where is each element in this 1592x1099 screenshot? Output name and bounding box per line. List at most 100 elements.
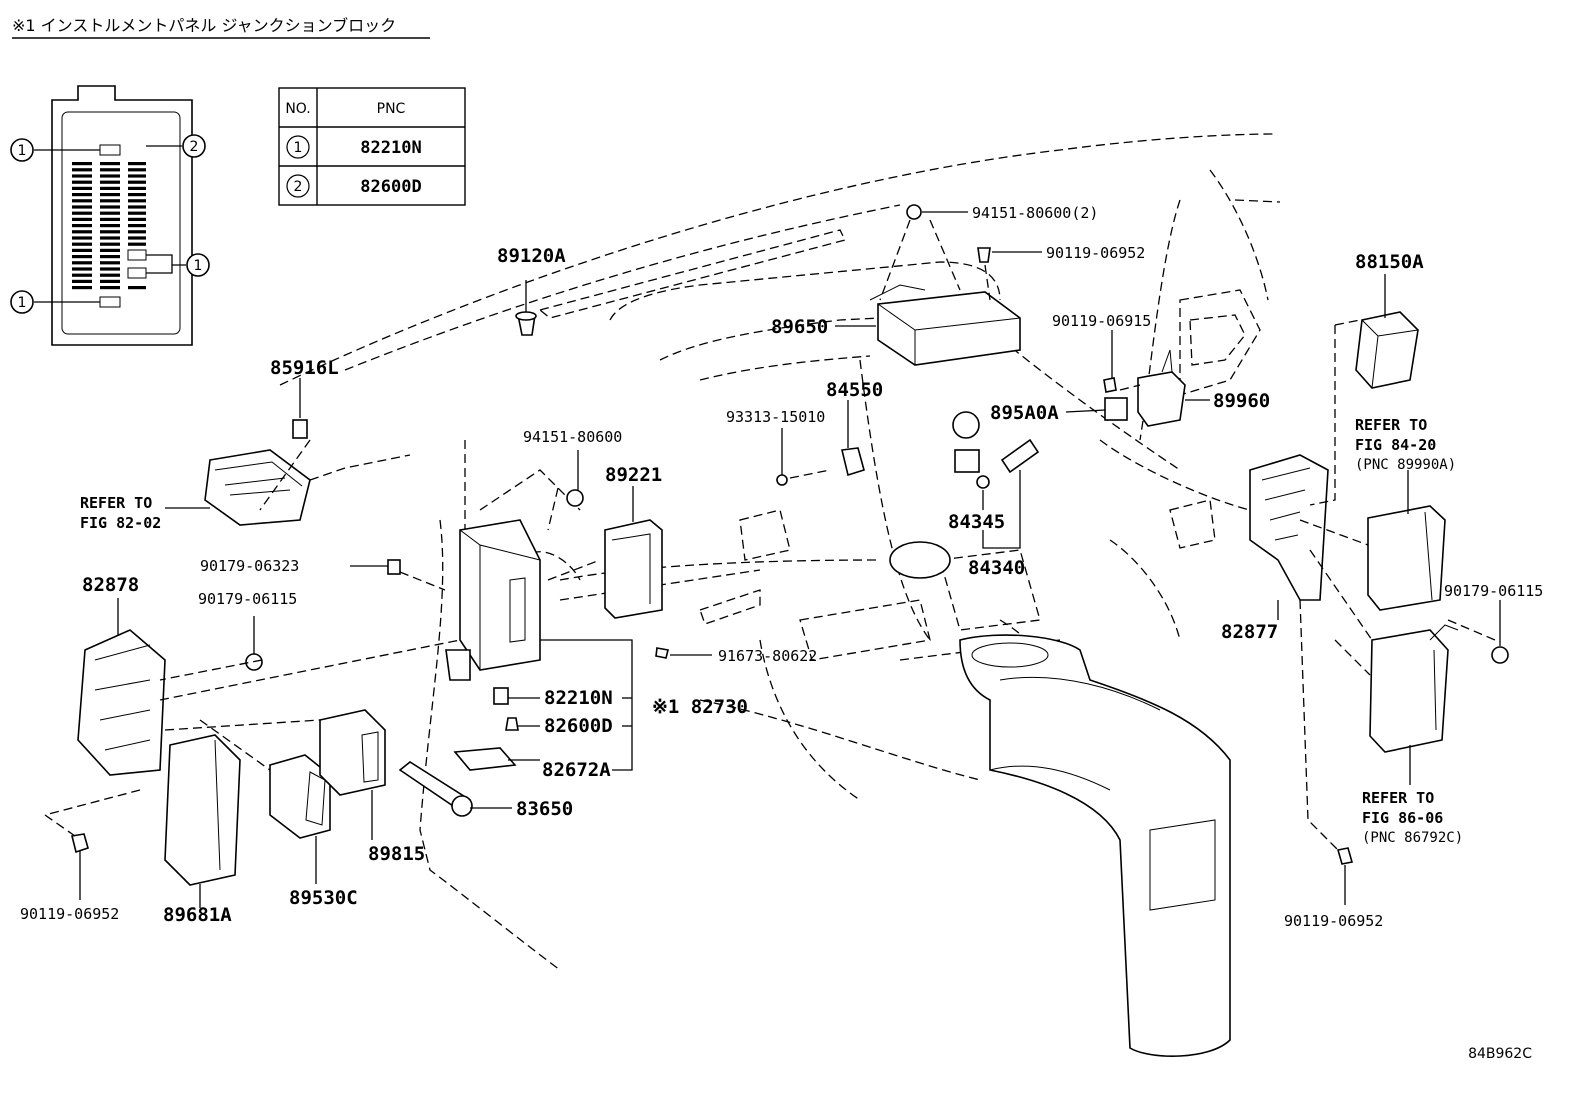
jb-fuse-slot — [128, 224, 146, 228]
jb-fuse-slot — [72, 279, 92, 283]
ref-82-02-line2: FIG 82-02 — [80, 514, 161, 532]
jb-fuse-slot — [128, 174, 146, 178]
jb-callout-label: 1 — [18, 295, 27, 311]
part-labels: 89120A 85916L 89650 94151-80600(2) 90119… — [20, 204, 1543, 930]
module-89530C — [269, 754, 331, 839]
pnc-table-row-pnc: 82210N — [360, 138, 421, 158]
switch-84550 — [841, 447, 865, 477]
part-label-82600D: 82600D — [544, 715, 613, 737]
jb-fuse-slot — [72, 224, 92, 228]
clip-84345 — [976, 475, 990, 489]
jb-fuse-slot — [100, 217, 120, 221]
fasteners — [71, 204, 1509, 865]
module-89681A — [164, 734, 241, 886]
ref-84-20-line2: FIG 84-20 — [1355, 436, 1436, 454]
part-label-895A0A: 895A0A — [990, 402, 1059, 424]
ref-86-06-line2: FIG 86-06 — [1362, 809, 1443, 827]
part-label-94151-80600: 94151-80600 — [523, 428, 622, 446]
jb-callout-label: 1 — [18, 143, 27, 159]
jb-fuse-slot — [72, 261, 92, 265]
jb-fuse-slot — [72, 248, 92, 252]
cover-82672A — [453, 747, 517, 771]
jb-fuse-slot — [100, 224, 120, 228]
junction-block-illustration: 1 2 1 1 — [10, 85, 210, 346]
jb-fuse-slot — [100, 230, 120, 234]
relay-85916L — [292, 419, 308, 439]
jb-fuse-slot — [72, 193, 92, 197]
jb-fuse-slot — [72, 205, 92, 209]
fuse-82600D — [505, 717, 519, 731]
part-label-85916L: 85916L — [270, 357, 339, 379]
part-label-94151-80600-2: 94151-80600(2) — [972, 204, 1098, 222]
jb-fuse-slot — [72, 255, 92, 259]
jb-fuse-slot — [100, 162, 120, 166]
part-label-82210N: 82210N — [544, 687, 613, 709]
jb-callout-circle — [182, 134, 206, 158]
figure-code: 84B962C — [1468, 1046, 1532, 1062]
jb-fuse-slot — [128, 217, 146, 221]
part-label-90179-06115-right: 90179-06115 — [1444, 582, 1543, 600]
part-label-90179-06115-left: 90179-06115 — [198, 590, 297, 608]
part-label-91673-80622: 91673-80622 — [718, 647, 817, 665]
module-89650 — [869, 284, 1021, 366]
jb-fuse-slot — [128, 230, 146, 234]
assembly-lines — [44, 219, 1496, 851]
ref-84-20-line3: (PNC 89990A) — [1355, 457, 1456, 473]
jb-fuse-slot — [128, 211, 146, 215]
leader-lines — [79, 211, 1501, 908]
jb-fuse-slot — [100, 180, 120, 184]
part-label-82730: ※1 82730 — [652, 696, 748, 718]
pnc-table-header-pnc: PNC — [377, 101, 406, 117]
jb-fuse-slot — [100, 236, 120, 240]
part-label-90119-06952-top: 90119-06952 — [1046, 244, 1145, 262]
part-label-88150A: 88150A — [1355, 251, 1424, 273]
jb-fuse-slot — [128, 199, 146, 203]
ecu-89221 — [604, 519, 663, 619]
diagram-title: ※1 インストルメントパネル ジャンクションブロック — [12, 16, 430, 39]
jb-fuse-slot — [100, 186, 120, 190]
pnc-table-row-no: 1 — [294, 140, 303, 156]
part-label-90119-06952-right: 90119-06952 — [1284, 912, 1383, 930]
part-label-89530C: 89530C — [289, 887, 358, 909]
sensor-89120A — [515, 311, 537, 336]
part-label-90119-06915: 90119-06915 — [1052, 312, 1151, 330]
jb-fuse-slot — [72, 236, 92, 240]
jb-fuse-slot — [128, 205, 146, 209]
jb-fuse-slot — [128, 180, 146, 184]
part-label-93313-15010: 93313-15010 — [726, 408, 825, 426]
pnc-table: NO. PNC 1 82210N 2 82600D — [278, 87, 466, 206]
part-label-89960: 89960 — [1213, 390, 1270, 412]
part-label-90179-06323: 90179-06323 — [200, 557, 299, 575]
jb-fuse-slot — [128, 186, 146, 190]
jb-callout-circle — [186, 253, 210, 277]
jb-fuse-slot — [72, 162, 92, 166]
fuse-box-ref-82-02 — [204, 449, 311, 526]
part-label-83650: 83650 — [516, 798, 573, 820]
title-text: ※1 インストルメントパネル ジャンクションブロック — [12, 16, 396, 35]
jb-fuse-slot — [72, 230, 92, 234]
bracket-82877 — [1249, 454, 1329, 601]
jb-fuse-slot — [72, 211, 92, 215]
jb-fuse-slot — [100, 174, 120, 178]
jb-fuse-slot — [100, 199, 120, 203]
jb-fuse-slot — [100, 279, 120, 283]
pnc-table-header-no: NO. — [285, 101, 310, 117]
instrument-panel-junction-block — [445, 519, 541, 681]
jb-callout-circle — [10, 138, 34, 162]
module-ref-84-20 — [1367, 505, 1446, 611]
part-label-82877: 82877 — [1221, 621, 1278, 643]
part-label-90119-06952-left: 90119-06952 — [20, 905, 119, 923]
jb-callout-circle — [10, 290, 34, 314]
jb-fuse-slot — [100, 261, 120, 265]
relay-895A0A — [1104, 397, 1128, 421]
part-label-82878: 82878 — [82, 574, 139, 596]
switch-84340 — [1000, 438, 1040, 474]
part-label-89815: 89815 — [368, 843, 425, 865]
jb-fuse-slot — [128, 236, 146, 240]
module-89815 — [319, 709, 386, 796]
relay-89960 — [1137, 349, 1186, 427]
jb-fuse-slot — [72, 217, 92, 221]
part-label-89120A: 89120A — [497, 245, 566, 267]
jb-fuse-slot — [128, 286, 146, 290]
